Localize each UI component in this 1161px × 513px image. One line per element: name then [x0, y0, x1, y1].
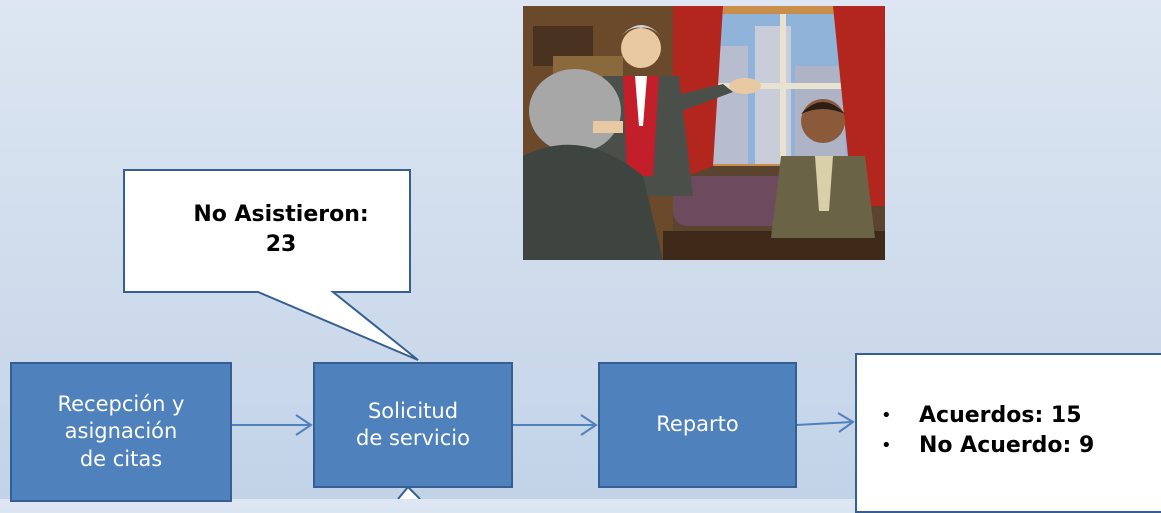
box-reception-label: Recepción y asignación de citas — [57, 392, 185, 471]
results-list: Acuerdos: 15 No Acuerdo: 9 — [881, 401, 1094, 461]
arrow-2 — [512, 414, 598, 436]
arrow-1 — [231, 414, 313, 436]
callout-text: No Asistieron: 23 — [193, 202, 369, 257]
business-meeting-clipart-icon — [523, 6, 885, 260]
box-reception: Recepción y asignación de citas — [10, 362, 232, 502]
box-distribution: Reparto — [598, 362, 797, 488]
result-item-agreements: Acuerdos: 15 — [881, 401, 1094, 431]
diagram-lines — [123, 169, 855, 499]
arrow-3 — [795, 412, 855, 433]
lower-callout-fragment — [397, 485, 421, 499]
box-service-request: Solicitud de servicio — [313, 362, 513, 488]
result-item-no-agreement: No Acuerdo: 9 — [881, 431, 1094, 461]
box-distribution-label: Reparto — [656, 412, 739, 437]
box-service-request-label: Solicitud de servicio — [356, 398, 470, 450]
callout-bubble — [123, 169, 419, 361]
results-box: Acuerdos: 15 No Acuerdo: 9 — [855, 353, 1161, 513]
